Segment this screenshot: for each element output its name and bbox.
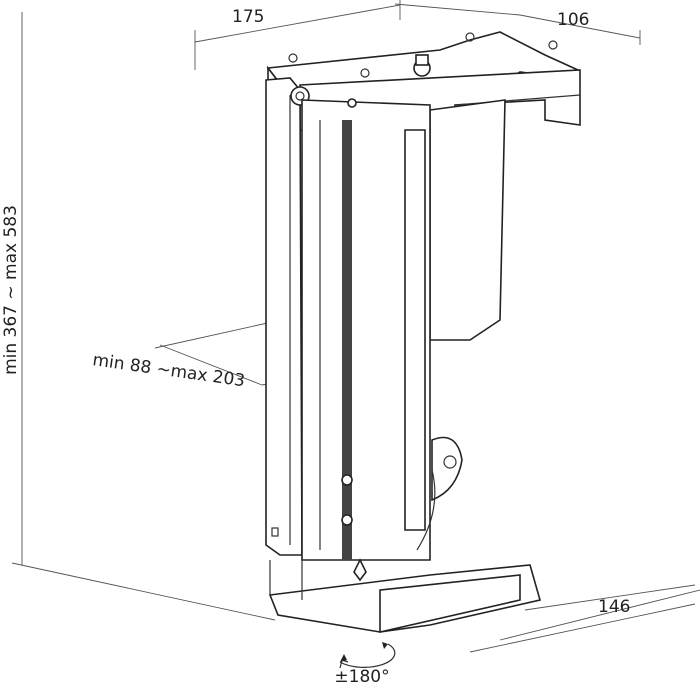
cpu-holder-drawing bbox=[265, 31, 581, 634]
dimension-width-range: min 88 ~max 203 bbox=[91, 350, 246, 391]
adjustment-strap bbox=[342, 120, 352, 560]
dimension-height-range: min 367 ~ max 583 bbox=[1, 205, 21, 375]
dimension-base-depth: 146 bbox=[598, 597, 630, 617]
rotation-label: ±180° bbox=[334, 667, 389, 687]
dimension-depth-top: 106 bbox=[557, 10, 589, 30]
dimension-width-top: 175 bbox=[232, 7, 264, 27]
reference-lines bbox=[11, 0, 700, 653]
rotate-arrows-icon bbox=[339, 642, 396, 669]
